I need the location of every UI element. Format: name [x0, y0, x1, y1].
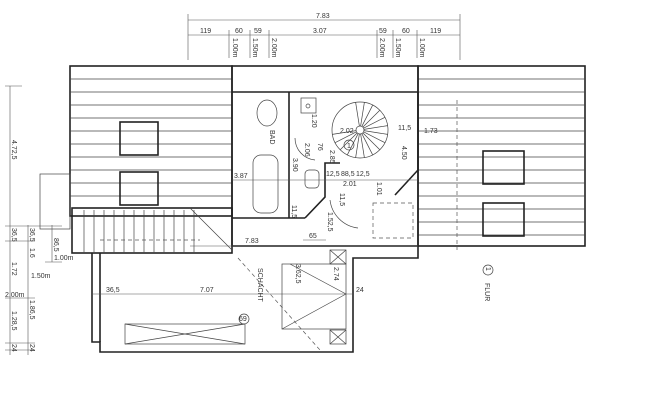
- dim: 1.73: [424, 128, 438, 135]
- dim: 65: [309, 233, 317, 240]
- dim: 36,5: [106, 287, 120, 294]
- roof-line: [360, 102, 365, 127]
- central-core: 1 BAD 3.87 3.90 1.20 2.02 2.06 76 2.85 1…: [231, 65, 438, 247]
- spiral-staircase: 1: [331, 101, 389, 159]
- left-dimensions: 4.72,5 36,5 1.72 1.28,5 24 36,5 1.6 1.86…: [5, 85, 74, 355]
- shaft: [281, 263, 347, 330]
- dim-seg: 59: [254, 28, 262, 35]
- roof-line: [362, 132, 381, 151]
- roof-line: [362, 109, 381, 128]
- dim: 2.02: [340, 128, 354, 135]
- room-label-bath: BAD: [268, 130, 275, 144]
- dim-height: 1.00m: [418, 38, 425, 58]
- dim: 7.83: [245, 238, 259, 245]
- roof-window: [482, 150, 525, 185]
- dim: 1.52,5: [326, 212, 333, 232]
- dim: 11,5: [398, 125, 411, 132]
- dim: 4.72,5: [10, 140, 17, 160]
- item-number: 69: [239, 316, 247, 323]
- hall-number: 1: [484, 267, 491, 271]
- dim: 86,5: [52, 238, 59, 252]
- dim: 24: [28, 344, 35, 352]
- dim: 2.06: [303, 143, 310, 157]
- left-roof: [39, 65, 233, 230]
- dim: 3.62,5: [294, 264, 301, 284]
- dim: 4.50: [400, 146, 407, 160]
- dim-seg: 60: [402, 28, 410, 35]
- dim: 12,5: [326, 171, 340, 178]
- roof-line: [363, 130, 388, 135]
- dim-height: 1.00m: [231, 38, 238, 58]
- dim: 36,5: [10, 228, 17, 242]
- dim: 1.6: [28, 248, 35, 258]
- dim: 2.85: [328, 150, 335, 164]
- roof-window: [482, 202, 525, 237]
- roof-line: [361, 133, 374, 156]
- dim-height: 2.00m: [270, 38, 277, 58]
- dim: 2.00m: [5, 292, 25, 299]
- roof-window: [119, 121, 159, 156]
- dim: 1.72: [10, 262, 17, 276]
- dim: 1.50m: [31, 273, 51, 280]
- dim: 24: [356, 287, 364, 294]
- door-swing: [329, 199, 359, 229]
- roof-line: [360, 133, 365, 158]
- dim: 3.87: [234, 173, 248, 180]
- dim-height: 2.00m: [378, 38, 385, 58]
- washbasin: [256, 99, 278, 127]
- dim-seg: 59: [379, 28, 387, 35]
- roof-line: [346, 133, 359, 156]
- bathtub: [252, 154, 279, 214]
- roof-line: [361, 104, 374, 127]
- dim-seg: 119: [430, 28, 441, 35]
- roof-line: [363, 116, 386, 129]
- dim-overall-width: 7.83: [316, 13, 330, 20]
- dim-height: 1.50m: [251, 38, 258, 58]
- dim-seg: 119: [200, 28, 211, 35]
- roof-line: [339, 132, 358, 151]
- roof-line: [355, 133, 360, 158]
- toilet: [304, 169, 320, 189]
- shaft-label: SCHACHT: [256, 268, 263, 303]
- dim: 1.01: [375, 182, 382, 196]
- dim: 76: [316, 143, 323, 151]
- dim: 36,5: [28, 228, 35, 242]
- roof-window: [119, 171, 159, 206]
- lower-room: 7.83 36,5 7.07 24 69 SCHACHT 3.62,5 2.74: [91, 238, 419, 353]
- dim-seg: 3.07: [313, 28, 327, 35]
- top-dimensions: 7.83 119 60 59 3.07 59 60 119 1.00m 1.50…: [187, 13, 461, 60]
- roof-line: [363, 125, 388, 130]
- room-label-hall: FLUR: [483, 283, 490, 301]
- dim: 1.20: [310, 114, 317, 128]
- roof-line: [332, 130, 357, 135]
- dim: 11,5: [290, 205, 297, 218]
- dim: 7.07: [200, 287, 214, 294]
- roof-line: [363, 131, 386, 144]
- roof-line: [355, 102, 360, 127]
- dim: 1.86,5: [28, 300, 35, 320]
- dim-seg: 60: [235, 28, 243, 35]
- stair-number: 1: [347, 143, 351, 150]
- dim-height: 1.50m: [394, 38, 401, 58]
- dim: 2.74: [332, 267, 339, 281]
- dim: 88,5: [341, 171, 355, 178]
- left-lower-roof: [71, 207, 233, 254]
- dim: 24: [10, 344, 17, 352]
- right-roof: 1 FLUR: [417, 65, 586, 301]
- dim: 12,5: [356, 171, 370, 178]
- door-swing: [294, 137, 316, 161]
- shower-drain: [300, 97, 317, 114]
- dim: 3.90: [291, 158, 298, 172]
- dim: 1.00m: [54, 255, 74, 262]
- dim: 1.28,5: [10, 311, 17, 331]
- dim: 2.01: [343, 181, 357, 188]
- dim: 11,5: [338, 193, 345, 206]
- roof-line: [334, 131, 357, 144]
